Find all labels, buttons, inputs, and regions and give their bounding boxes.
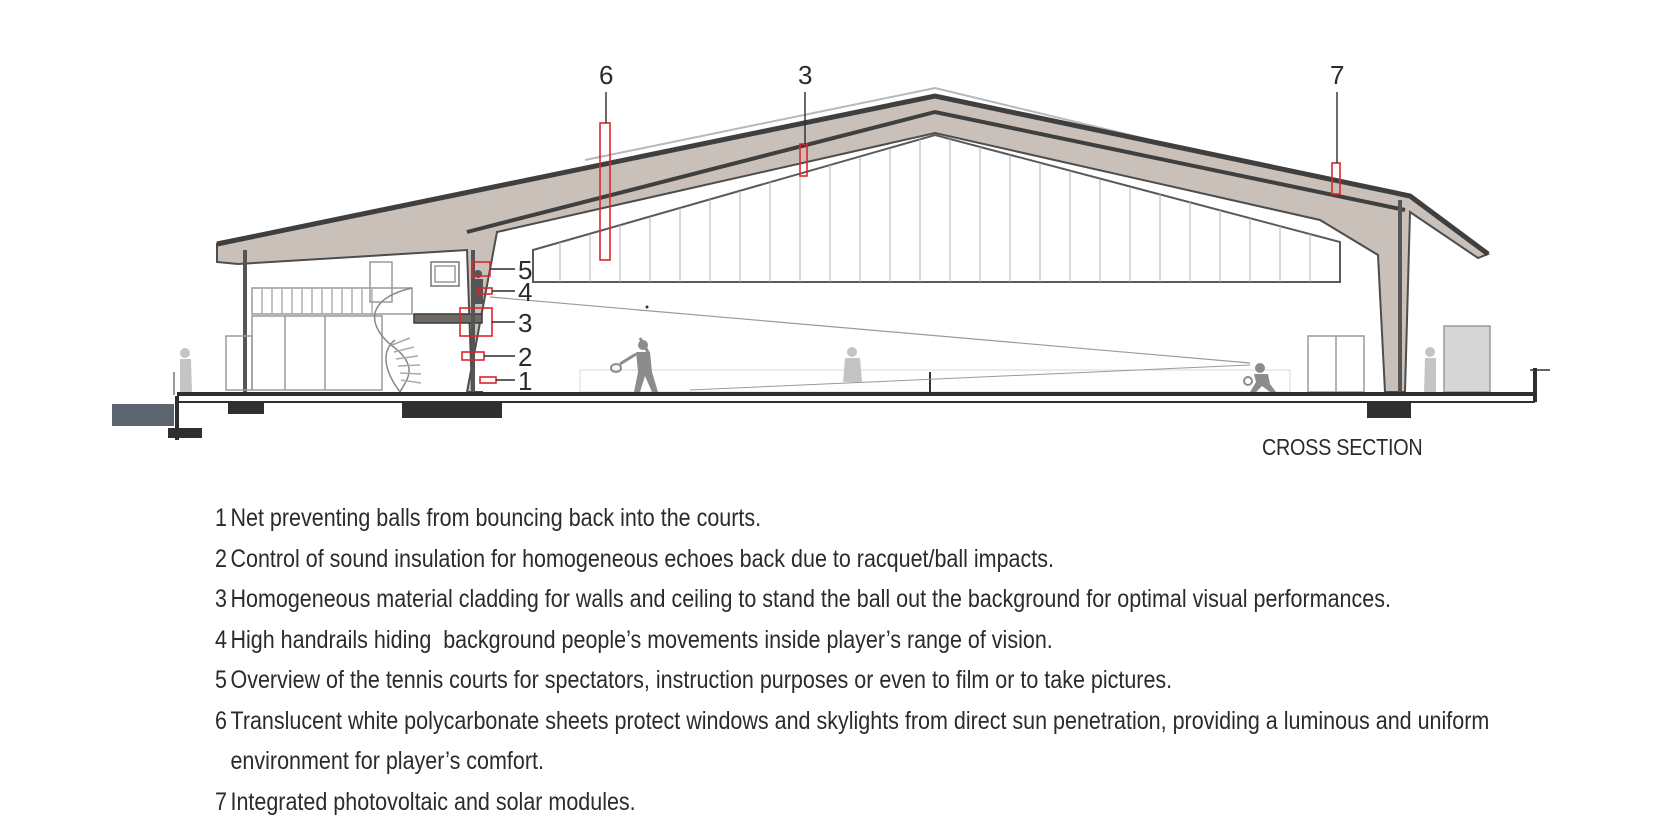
legend-number: 6 [215,706,227,735]
callout-3-top: 3 [798,60,812,90]
legend-item: 5 Overview of the tennis courts for spec… [215,660,1557,701]
section-title: CROSS SECTION [1262,434,1423,460]
legend-item: 7 Integrated photovoltaic and solar modu… [215,782,1557,823]
highlight-7 [1331,162,1341,195]
legend-number: 4 [215,625,227,654]
legend-item: 2 Control of sound insulation for homoge… [215,539,1557,580]
callout-2: 2 [518,342,532,372]
legend-number: 3 [215,585,227,613]
callout-3-side: 3 [518,308,532,338]
cross-section-drawing: 6 3 7 5 4 3 2 1 [112,60,1550,440]
ground-slab [112,368,1537,440]
highlight-6 [599,122,611,261]
legend-text: Integrated photovoltaic and solar module… [230,787,636,816]
legend-number: 5 [215,666,227,694]
legend-number: 7 [215,787,227,816]
legend-text: High handrails hiding background people’… [230,625,1053,654]
left-annex [173,250,460,395]
roof-top-edge [216,93,1490,257]
callout-1: 1 [518,366,532,396]
gallery-platform [413,313,483,324]
legend-item: 4 High handrails hiding background peopl… [215,620,1557,661]
leader-lines [484,92,1338,381]
legend-item: 6 Translucent white polycarbonate sheets… [215,701,1557,782]
legend-text: Control of sound insulation for homogene… [230,544,1054,573]
roof-inner-edge [466,109,1406,234]
legend-text: Net preventing balls from bouncing back … [230,504,762,532]
callout-6: 6 [599,60,613,90]
callout-4: 4 [518,277,532,307]
player-right [1243,363,1276,392]
legend-text: Overview of the tennis courts for specta… [230,666,1173,694]
highlight-1 [479,376,497,384]
highlight-3-roof [799,143,808,177]
roof [216,93,1491,393]
callout-5: 5 [518,255,532,285]
player-left [610,337,658,392]
legend-item: 3 Homogeneous material cladding for wall… [215,579,1557,620]
legend-text: Translucent white polycarbonate sheets p… [230,706,1496,776]
sight-line [489,296,1251,364]
legend-item: 1 Net preventing balls from bouncing bac… [215,498,1557,539]
callout-7: 7 [1330,60,1344,90]
legend-number: 2 [215,544,227,573]
legend-number: 1 [215,504,227,532]
legend-list: 1 Net preventing balls from bouncing bac… [215,498,1555,822]
spectator-silhouettes [180,270,1436,392]
legend-text: Homogeneous material cladding for walls … [230,585,1391,613]
glazing [532,133,1341,283]
